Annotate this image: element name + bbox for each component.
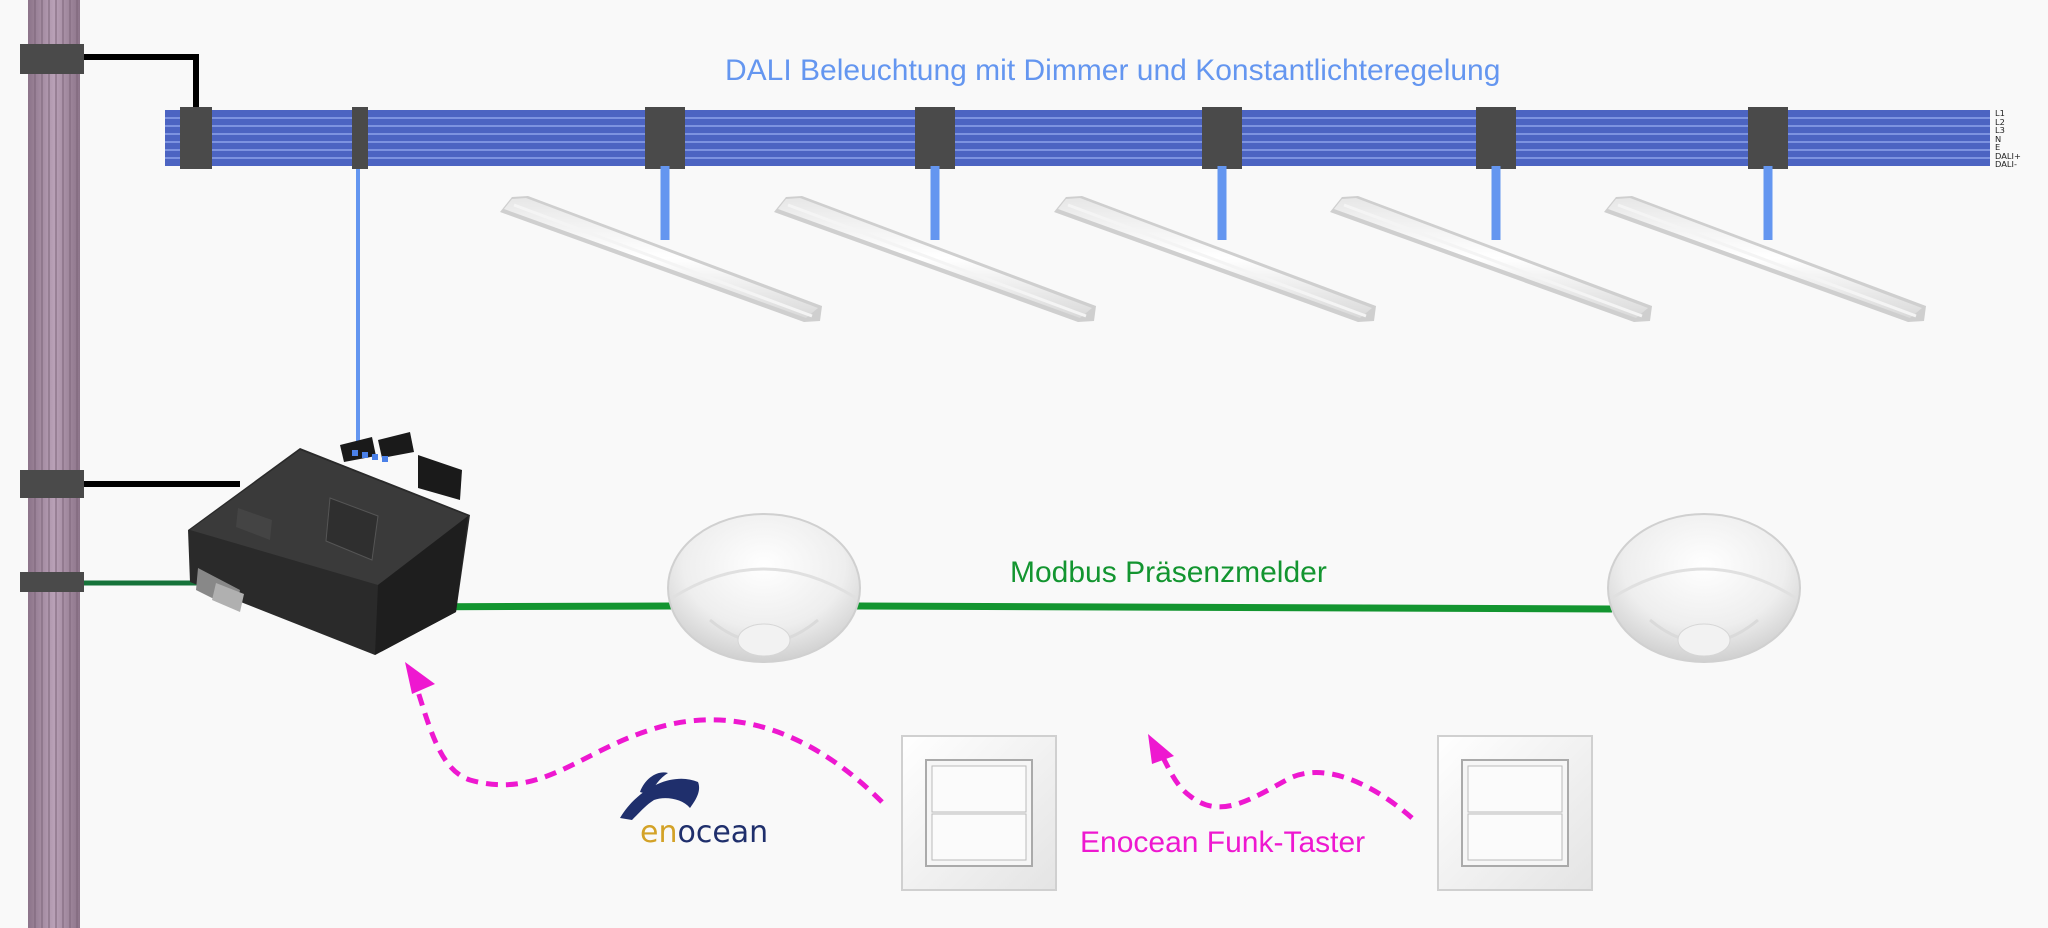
enocean-wall-switch-icon [901,735,1057,891]
pole-clamps [20,44,84,592]
dali-gateway-controller-icon [188,432,470,655]
led-linear-luminaire-icon [1604,196,1926,322]
power-cable-top [84,54,199,125]
led-luminaires [500,196,1926,322]
pole-clamp-lower [20,572,84,592]
enocean-logo: enocean [600,765,768,855]
enocean-logo-en: en [640,815,678,850]
enocean-logo-text: enocean [640,815,768,850]
enocean-switch-title: Enocean Funk-Taster [1080,826,1366,859]
enocean-dolphin-logo-icon [620,772,700,820]
bus-line-label: DALI+ [1995,150,2021,161]
bus-line-label: N [1995,133,2002,144]
bus-line-label: L3 [1995,125,2005,135]
radio-signal-arrow-head-icon [405,662,435,694]
ceiling-presence-detector-icon [1607,513,1801,663]
led-linear-luminaire-icon [774,196,1096,322]
dali-lighting-title: DALI Beleuchtung mit Dimmer und Konstant… [725,54,1501,87]
ceiling-presence-detector-icon [667,513,861,663]
modbus-bus-line [369,602,1613,613]
bus-line-label: L2 [1995,116,2005,127]
modbus-presence-title: Modbus Präsenzmelder [1010,556,1327,589]
bus-line-label: E [1995,142,2001,152]
enocean-logo-ocean: ocean [677,815,769,850]
bus-line-labels: L1 L2 L3 N E DALI+ DALI- [1995,109,2021,169]
radio-signal-arrow-icon [1155,746,1414,820]
bus-line-label: DALI- [1995,159,2017,169]
dali-drop-cables [660,166,1773,240]
dali-bus-bar [165,110,1990,166]
enocean-wall-switch-icon [1437,735,1593,891]
pole-clamp-top [20,44,84,74]
pole-clamp-middle [20,470,84,498]
led-linear-luminaire-icon [500,196,822,322]
radio-signal-arrow-icon [409,671,884,804]
radio-signal-arrow-head-icon [1148,734,1174,764]
bus-connectors [180,107,1788,169]
led-linear-luminaire-icon [1054,196,1376,322]
led-linear-luminaire-icon [1330,196,1652,322]
mounting-pole [28,0,80,928]
bus-line-label: L1 [1995,108,2005,118]
